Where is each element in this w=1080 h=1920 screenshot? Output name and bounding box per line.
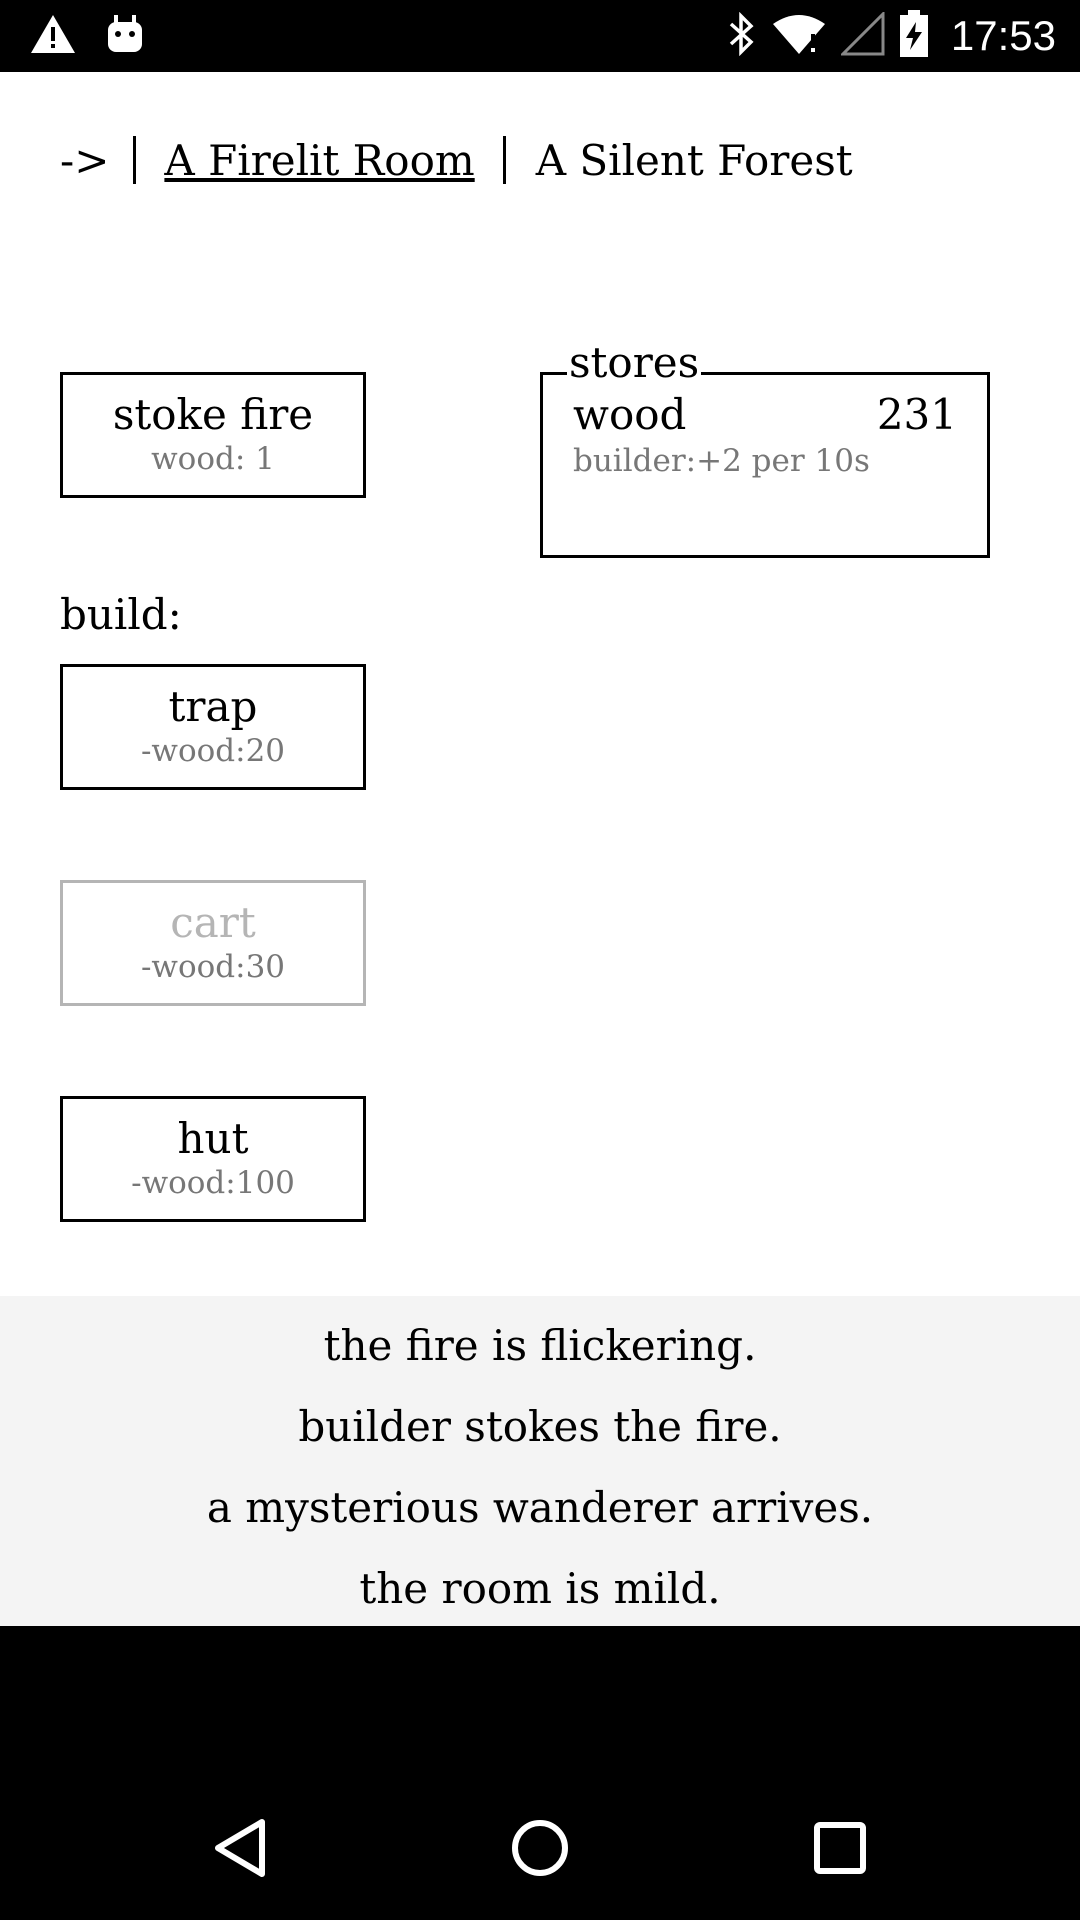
build-hut-cost: -wood:100	[131, 1165, 295, 1201]
home-icon[interactable]	[500, 1808, 580, 1888]
tab-firelit-room[interactable]: A Firelit Room	[164, 135, 475, 185]
nav-divider	[133, 136, 137, 184]
store-income: builder:+2 per 10s	[573, 443, 870, 479]
bluetooth-icon	[727, 11, 757, 60]
notification-item: builder stokes the fire.	[298, 1402, 782, 1451]
store-value: 231	[876, 390, 957, 439]
status-bar: 17:53	[0, 0, 1080, 72]
build-trap-label: trap	[168, 682, 258, 731]
build-trap-button[interactable]: trap -wood:20	[60, 664, 366, 790]
build-cart-button[interactable]: cart -wood:30	[60, 880, 366, 1006]
notification-item: a mysterious wanderer arrives.	[206, 1483, 874, 1532]
build-heading: build:	[60, 590, 182, 639]
build-hut-label: hut	[177, 1114, 249, 1163]
build-cart-label: cart	[170, 898, 256, 947]
build-cart-cost: -wood:30	[140, 949, 286, 985]
build-hut-button[interactable]: hut -wood:100	[60, 1096, 366, 1222]
store-name: wood	[573, 390, 687, 439]
android-debug-icon	[106, 14, 144, 58]
recent-apps-icon[interactable]	[800, 1808, 880, 1888]
game-screen: -> A Firelit Room A Silent Forest stoke …	[0, 72, 1080, 1626]
notification-item: the fire is flickering.	[323, 1321, 757, 1370]
notification-log: the fire is flickering. builder stokes t…	[0, 1296, 1080, 1626]
warning-icon	[30, 13, 76, 59]
stoke-fire-label: stoke fire	[112, 390, 314, 439]
tab-silent-forest[interactable]: A Silent Forest	[535, 135, 853, 185]
nav-arrow: ->	[60, 135, 110, 185]
store-row-wood: wood 231	[573, 391, 957, 439]
build-trap-cost: -wood:20	[140, 733, 286, 769]
nav-divider	[502, 136, 506, 184]
stores-legend: stores	[567, 338, 702, 387]
stoke-fire-cost: wood: 1	[151, 441, 275, 477]
wifi-icon	[771, 12, 827, 60]
stores-panel: stores wood 231 builder:+2 per 10s	[540, 339, 990, 558]
notification-item: the room is mild.	[359, 1564, 721, 1613]
location-nav: -> A Firelit Room A Silent Forest	[60, 130, 853, 190]
battery-charging-icon	[899, 10, 929, 62]
back-icon[interactable]	[200, 1808, 280, 1888]
status-time: 17:53	[950, 12, 1056, 59]
stoke-fire-button[interactable]: stoke fire wood: 1	[60, 372, 366, 498]
cell-signal-icon	[839, 10, 885, 60]
